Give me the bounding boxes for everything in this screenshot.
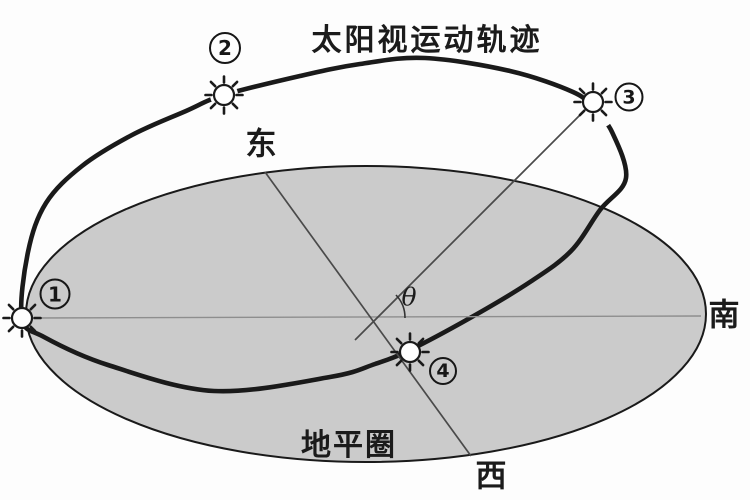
sun-icon-2 [204,75,244,115]
label-south: 南 [708,297,740,334]
sun-icon-3 [573,82,613,122]
sun-disc [398,340,422,364]
sun-ray [7,325,15,333]
badge-position-1: 1 [39,278,71,310]
sun-disc [581,90,605,114]
sun-ray [417,337,425,345]
label-horizon-circle: 地平圈 [301,428,397,463]
meridian-line [33,315,702,319]
horizon-circle-ellipse [25,165,707,463]
label-west: 西 [475,458,507,495]
sun3-direction-line [354,101,594,341]
sun-icon-4 [390,332,430,372]
east-west-line [264,171,472,457]
label-east: 东 [245,126,277,163]
sun-ray [578,87,586,95]
sun-ray [29,303,37,311]
sun-ray [231,80,239,88]
sun-ray [7,303,15,311]
sun-ray [600,87,608,95]
theta-angle-arc [395,294,406,319]
sun-ray [209,102,217,110]
diagram-title: 太阳视运动轨迹 [311,23,543,58]
sun-ray [231,102,239,110]
badge-position-2: 2 [209,32,241,64]
sun-ray [417,359,425,367]
sun-disc [212,83,236,107]
sun-ray [395,337,403,345]
badge-position-4: 4 [429,357,457,385]
sun-disc [10,306,34,330]
sun-icon-1 [2,298,42,338]
sun-ray [578,109,586,117]
sun-ray [209,80,217,88]
sun-ray [29,325,37,333]
badge-position-3: 3 [614,82,644,112]
sun-ray [600,109,608,117]
label-theta-angle: θ [401,282,417,312]
sun-ray [395,359,403,367]
